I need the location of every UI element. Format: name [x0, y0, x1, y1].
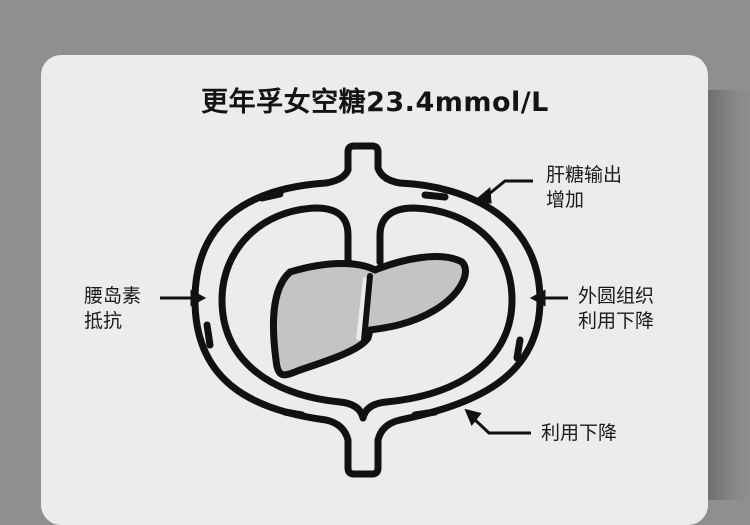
label-line: 抵抗 [84, 310, 123, 332]
inner-vessel [218, 204, 516, 422]
page-title: 更年孚女空糖23.4mmol/L [201, 87, 549, 118]
flow-dash [258, 190, 284, 202]
liver-icon [269, 253, 469, 379]
label-line: 外圆组织 [578, 285, 655, 307]
label-liver-glucose-output: 肝糖输出 增加 [546, 163, 622, 213]
flow-dash [203, 321, 214, 349]
label-line: 腰岛素 [84, 285, 142, 307]
pointer-line [471, 416, 531, 435]
card-shadow [708, 90, 750, 500]
label-line: 利用下降 [578, 310, 655, 332]
flow-dash [411, 408, 439, 419]
label-peripheral-utilization: 外圆组织 利用下降 [578, 284, 654, 334]
label-line: 肝糖输出 [546, 164, 623, 186]
arrow-head [190, 289, 207, 307]
arrow-head [529, 289, 546, 307]
label-line: 增加 [546, 189, 585, 211]
pointer-line [483, 179, 533, 200]
arrow-head [464, 408, 482, 426]
glucose-diagram [160, 142, 568, 478]
label-line: 利用下降 [541, 422, 618, 444]
label-utilization-decrease: 利用下降 [541, 421, 617, 446]
arrow-head [472, 186, 492, 204]
flow-dash [513, 336, 524, 362]
flow-dash [421, 191, 449, 201]
flow-dash [281, 408, 306, 419]
label-insulin-resistance: 腰岛素 抵抗 [84, 284, 141, 334]
